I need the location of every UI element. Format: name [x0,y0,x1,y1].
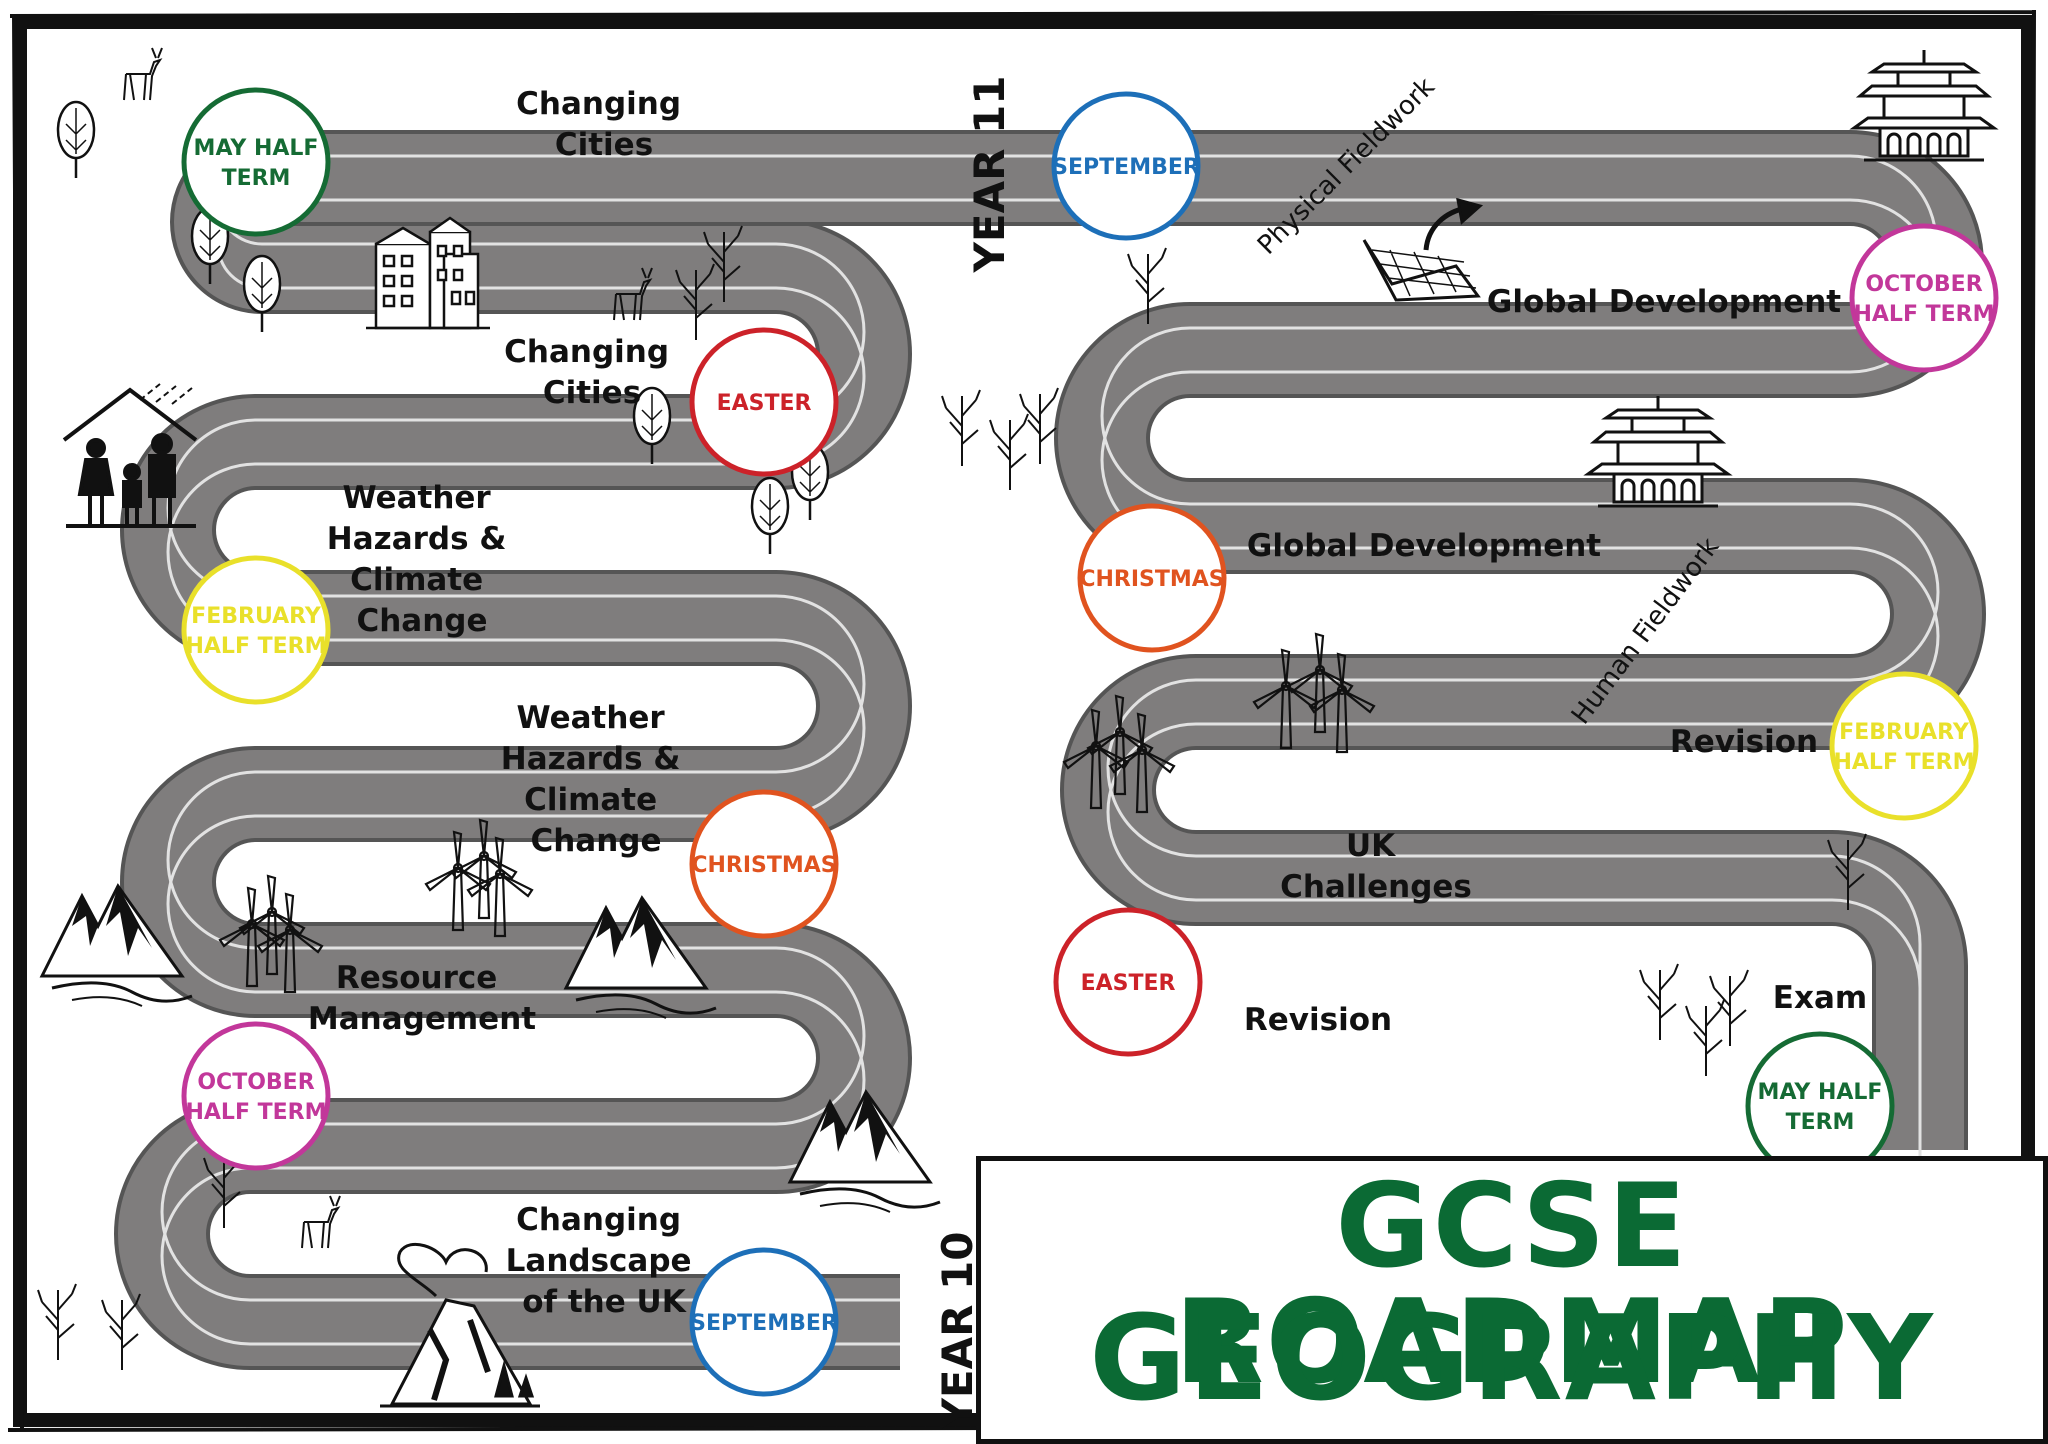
tree-icon [56,100,96,180]
bare-tree-icon [1019,387,1059,465]
decorative-icons [37,47,1996,1408]
buildings-icon [366,216,490,330]
bare-tree-icon [1709,969,1749,1047]
bare-tree-icon [1639,963,1679,1041]
topic-weather-hazards-2: Weather Hazards & Climate Change [327,480,517,639]
milestone-label: CHRISTMAS [1079,567,1224,592]
topic-revision-2: Revision [1244,1002,1392,1038]
topic-uk-challenges: UK Challenges [1280,828,1472,905]
bare-tree-icon [37,1283,77,1361]
milestone-year10-september: SEPTEMBER [689,1247,839,1397]
bare-tree-icon [1685,999,1725,1077]
tree-icon [242,254,282,334]
milestone-label: CHRISTMAS [691,853,836,878]
title-line-2: GEOGRAPHY [1089,1289,1935,1427]
milestone-label: SEPTEMBER [1052,155,1200,180]
topic-global-development-2: Global Development [1247,528,1601,564]
deer-icon [123,47,163,101]
bare-tree-icon [101,1293,141,1371]
milestone-year10-easter: EASTER [689,327,839,477]
bare-tree-icon [941,389,981,467]
milestone-label: SEPTEMBER [690,1311,838,1336]
year-10-label: YEAR 10 [933,1231,982,1429]
wind-turbine-icon [466,836,534,938]
title-line-1: GCSE ROADMAP [1174,1159,1850,1410]
topic-changing-cities-1: Changing Cities [504,334,680,411]
milestone-year11-christmas: CHRISTMAS [1077,503,1227,653]
year-10-topics: Changing Landscape of the UK Resource Ma… [308,86,703,1320]
milestone-label: EASTER [717,391,812,416]
tree-icon [750,476,790,556]
topic-exam: Exam [1773,980,1867,1016]
title-box: GCSE ROADMAP GEOGRAPHY [976,1156,2048,1444]
volcano-icon [380,1242,540,1408]
topic-revision-1: Revision [1670,724,1818,760]
map-arrow-icon [1362,197,1484,302]
year-11-topics: Global Development Global Development Re… [1244,284,1867,1038]
milestone-year11-easter: EASTER [1053,907,1203,1057]
topic-changing-cities-2: Changing Cities [516,86,692,163]
topic-weather-hazards-1: Weather Hazards & Climate Change [501,700,691,859]
deer-icon [301,1195,341,1249]
milestone-label: EASTER [1081,971,1176,996]
topic-changing-landscape: Changing Landscape of the UK [506,1202,703,1320]
milestone-year11-september: SEPTEMBER [1051,91,1201,241]
topic-resource-management: Resource Management [308,960,536,1037]
year-11-label: YEAR 11 [965,75,1014,273]
milestone-year10-christmas: CHRISTMAS [689,789,839,939]
bare-tree-icon [989,413,1029,491]
house-family-icon [62,383,198,528]
topic-global-development-1: Global Development [1487,284,1841,320]
